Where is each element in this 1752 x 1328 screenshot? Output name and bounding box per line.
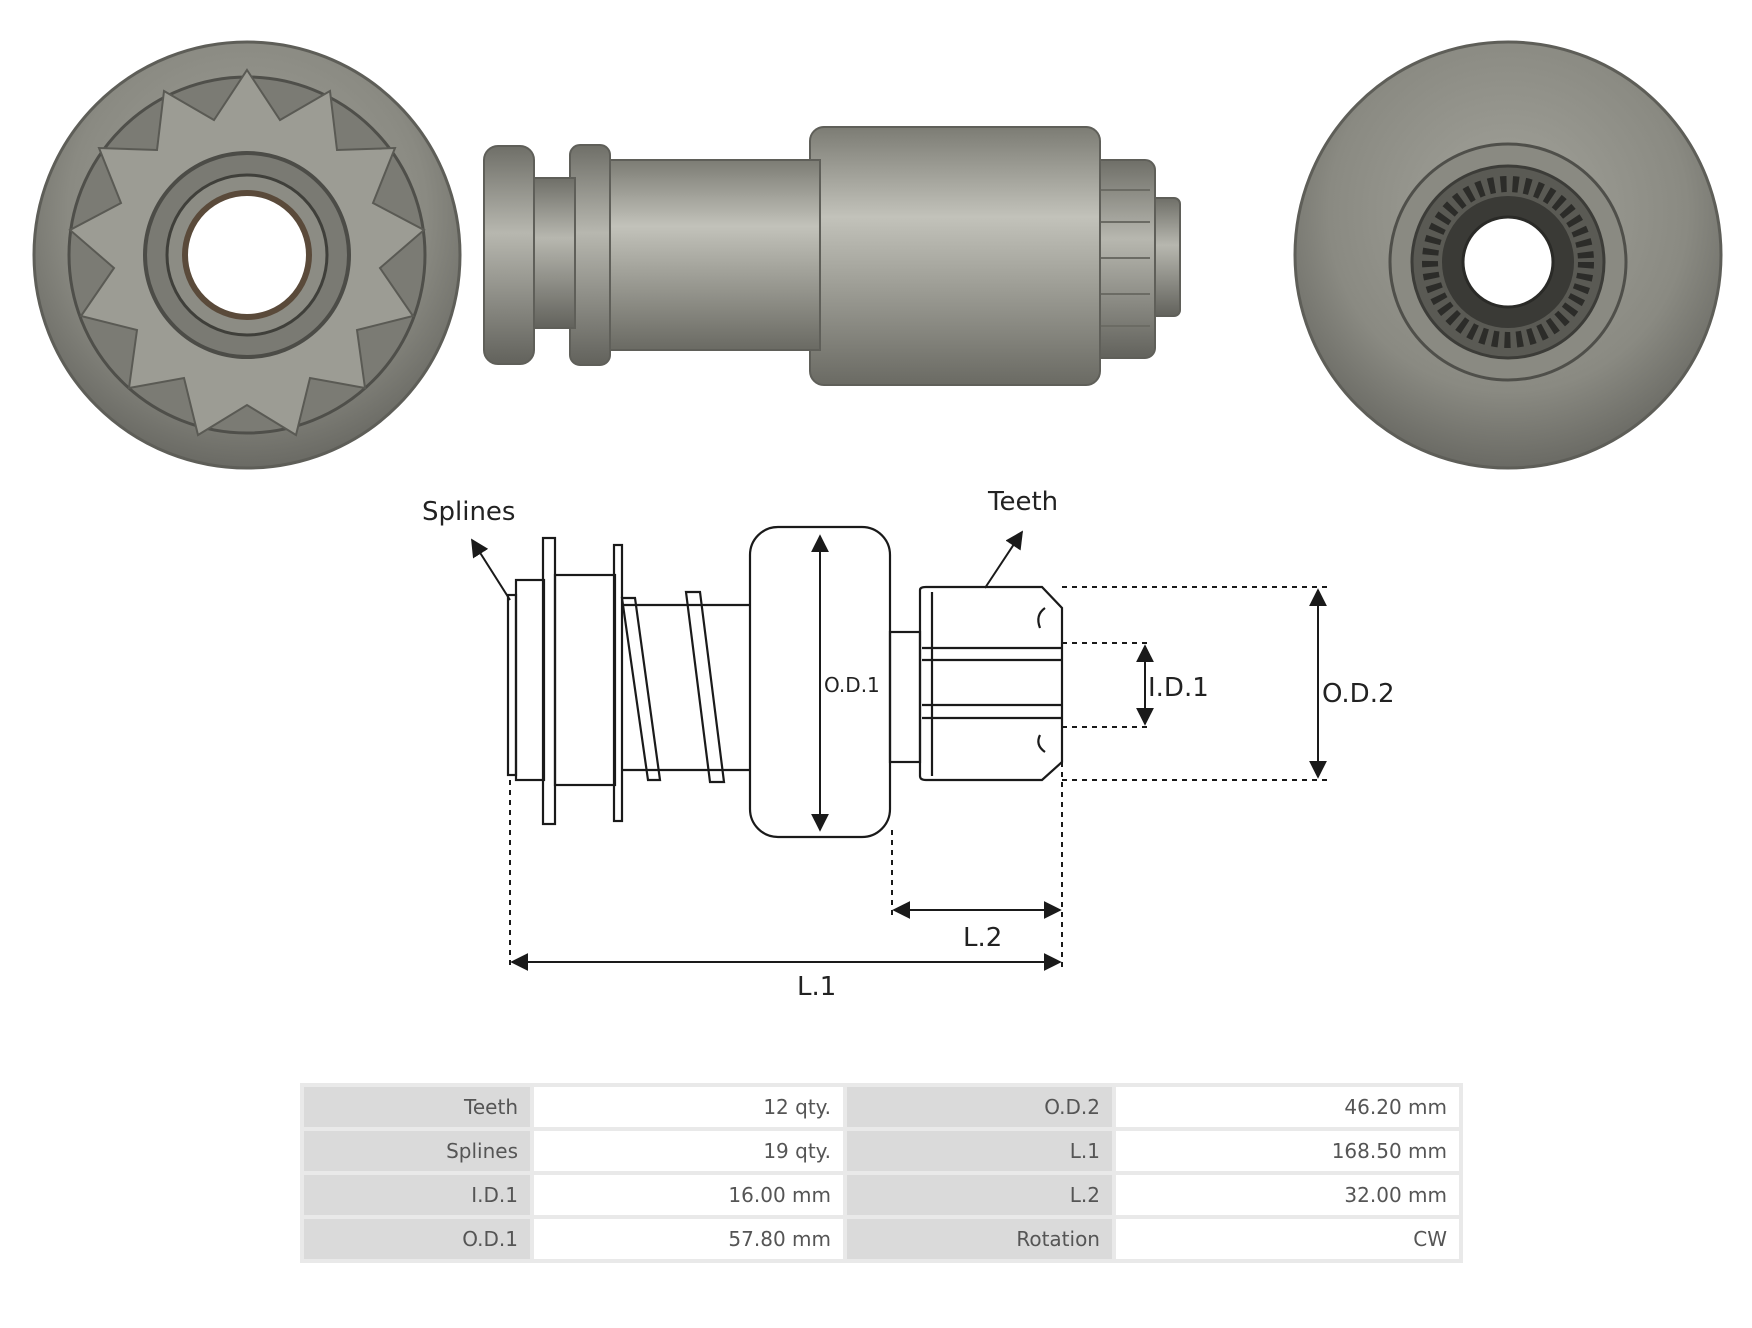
spec-key: L.2 [847, 1175, 1112, 1215]
spec-key: L.1 [847, 1131, 1112, 1171]
teeth-leader-arrow [984, 530, 1023, 589]
spec-value: 19 qty. [534, 1131, 843, 1171]
l1-label: L.1 [797, 972, 836, 1002]
table-row: Teeth 12 qty. O.D.2 46.20 mm [304, 1087, 1459, 1127]
spec-table: Teeth 12 qty. O.D.2 46.20 mm Splines 19 … [300, 1083, 1463, 1263]
spec-key: O.D.2 [847, 1087, 1112, 1127]
spec-key: O.D.1 [304, 1219, 530, 1259]
front-view-photo [32, 40, 462, 470]
technical-drawing: Splines Teeth O.D.1 O.D.2 I.D.1 L.2 L.1 [422, 487, 1395, 1002]
spec-key: Teeth [304, 1087, 530, 1127]
pinion-outline [918, 585, 1064, 782]
od2-label: O.D.2 [1322, 679, 1395, 709]
spec-value: 16.00 mm [534, 1175, 843, 1215]
od1-label: O.D.1 [824, 673, 880, 697]
spec-value: 168.50 mm [1116, 1131, 1459, 1171]
table-row: Splines 19 qty. L.1 168.50 mm [304, 1131, 1459, 1171]
table-row: O.D.1 57.80 mm Rotation CW [304, 1219, 1459, 1259]
spec-value: 57.80 mm [534, 1219, 843, 1259]
id1-label: I.D.1 [1148, 673, 1209, 703]
side-view-photo [483, 126, 1181, 386]
spec-value: 46.20 mm [1116, 1087, 1459, 1127]
spec-key: Splines [304, 1131, 530, 1171]
splines-label: Splines [422, 497, 515, 527]
spline-end-outline [506, 536, 624, 826]
spec-value: 32.00 mm [1116, 1175, 1459, 1215]
teeth-label: Teeth [987, 487, 1058, 517]
product-photos [32, 40, 1723, 470]
spec-value: CW [1116, 1219, 1459, 1259]
table-row: I.D.1 16.00 mm L.2 32.00 mm [304, 1175, 1459, 1215]
splines-leader-arrow [471, 538, 511, 601]
spring-shaft-outline [620, 590, 750, 784]
spec-value: 12 qty. [534, 1087, 843, 1127]
spec-key: I.D.1 [304, 1175, 530, 1215]
spec-key: Rotation [847, 1219, 1112, 1259]
l2-label: L.2 [963, 923, 1002, 953]
rear-view-photo [1293, 40, 1723, 470]
